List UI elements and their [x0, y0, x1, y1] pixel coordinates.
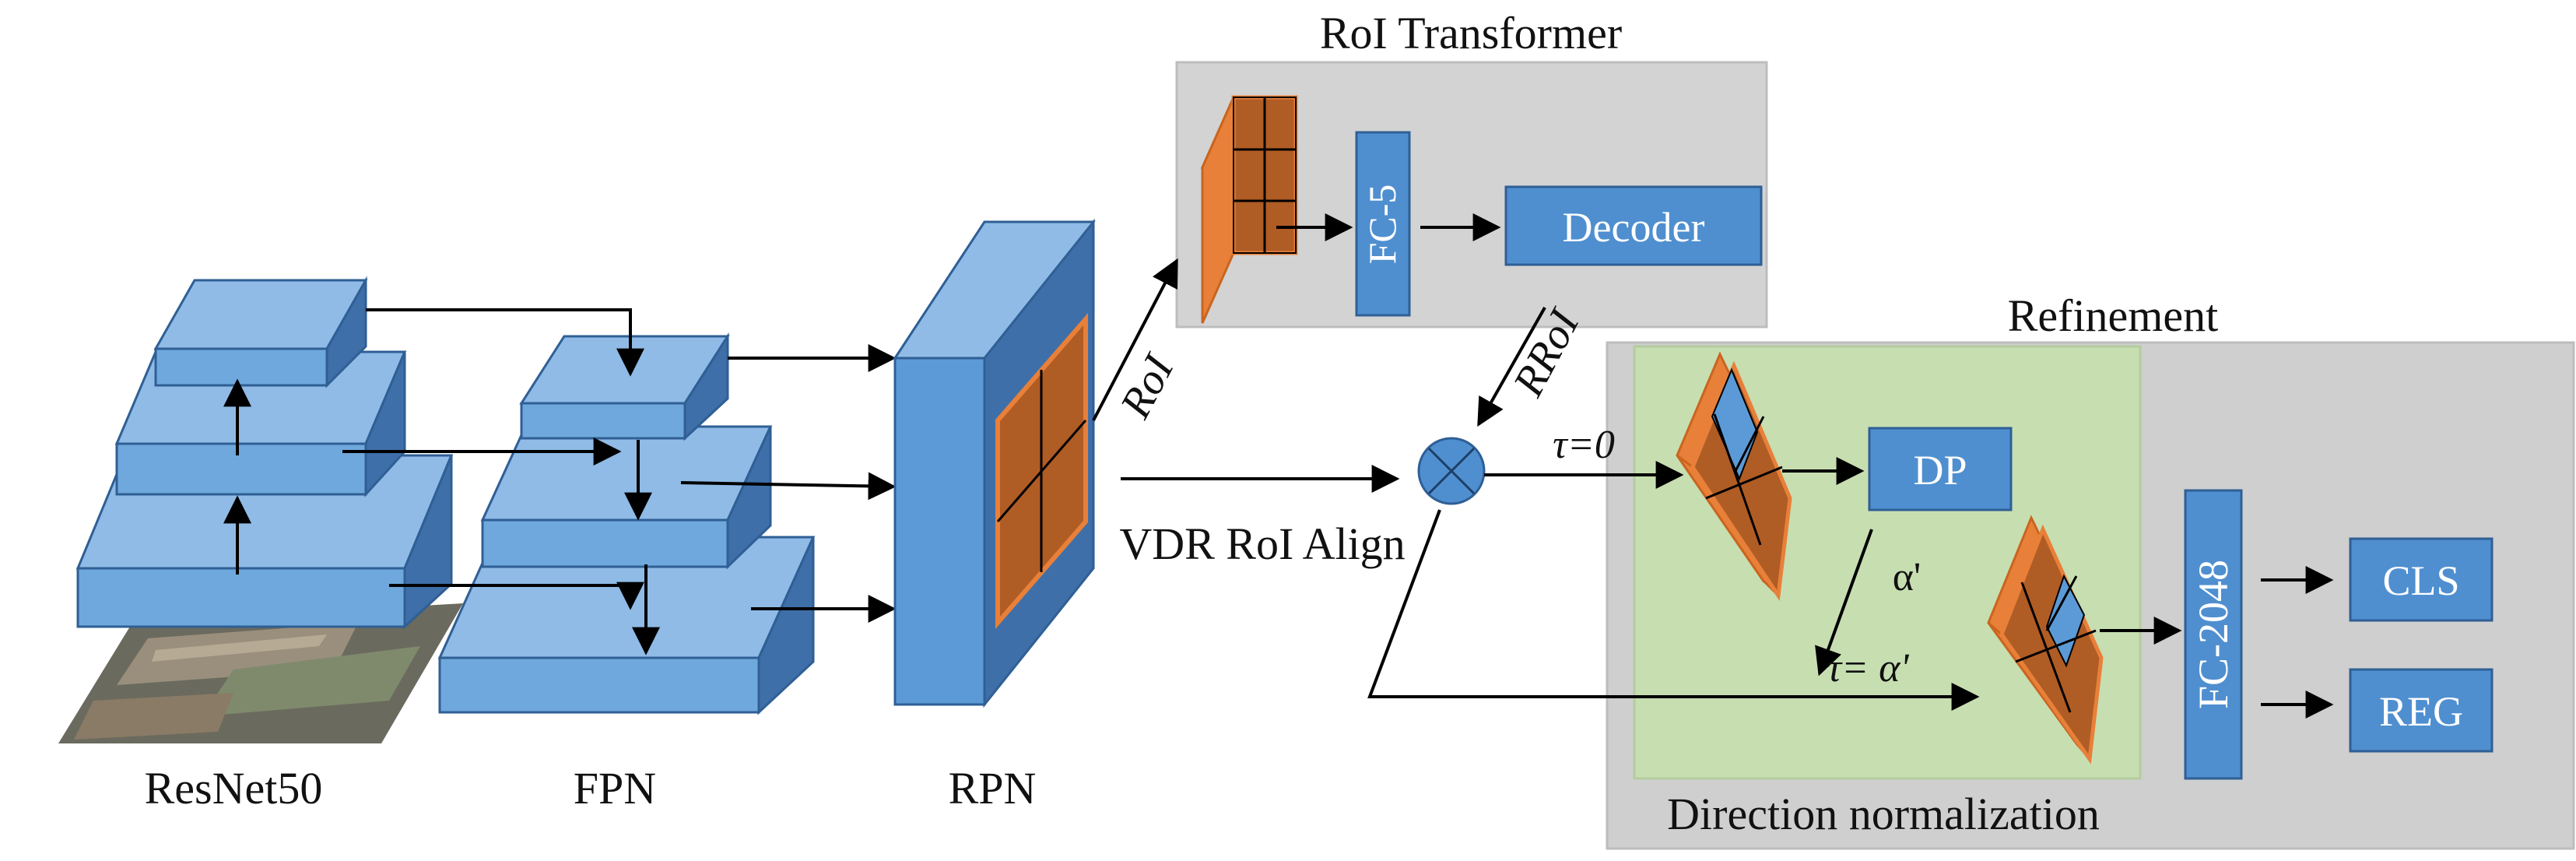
refine-feature-map-2: [1987, 515, 2104, 764]
refinement-title: Refinement: [2008, 290, 2219, 341]
reg-label: REG: [2379, 688, 2463, 735]
fpn-label: FPN: [574, 763, 656, 814]
tau-alpha-label: τ= α': [1827, 646, 1909, 691]
lateral-top: [366, 308, 644, 377]
refine-feature-map-1: [1676, 351, 1792, 602]
cls-label: CLS: [2382, 557, 2459, 604]
fc2048-label: FC-2048: [2190, 560, 2237, 709]
dp-to-alpha-arrow: [1815, 529, 1873, 676]
lateral-bottom: [389, 582, 644, 610]
rpn-feature-grid: [995, 312, 1088, 630]
fpn-to-rpn-2: [680, 472, 897, 501]
dp-label: DP: [1913, 447, 1967, 494]
roi-label: RoI: [1111, 346, 1184, 426]
vdr-roi-align-node: [1417, 437, 1486, 505]
decoder-to-align-arrow: [1477, 307, 1546, 427]
fpn-block-medium: [480, 425, 773, 570]
vdr-roi-align-label: VDR RoI Align: [1119, 518, 1405, 569]
decoder-box: [1504, 185, 1763, 266]
align-to-second-feature-arrow: [1367, 509, 1980, 711]
fpn-block-small: [519, 332, 730, 441]
tau-zero-label: τ=0: [1553, 423, 1615, 467]
direction-normalization-label: Direction normalization: [1667, 789, 2100, 839]
roi-transformer-title: RoI Transformer: [1320, 8, 1622, 58]
roi-feature-map: [1200, 95, 1298, 324]
aerial-image: [58, 603, 463, 743]
alpha-label: α': [1893, 555, 1921, 599]
decoder-label: Decoder: [1563, 204, 1705, 251]
fc5-label: FC-5: [1360, 184, 1404, 265]
fc5-box: [1355, 131, 1411, 317]
dp-box: [1868, 427, 2013, 511]
resnet-block-small: [153, 276, 368, 388]
rpn-to-roi-arrow: [1092, 258, 1178, 421]
rpn-label: RPN: [949, 763, 1037, 814]
fc2048-box: [2184, 489, 2243, 780]
reg-box: [2349, 668, 2494, 753]
cls-box: [2349, 537, 2494, 622]
resnet-label: ResNet50: [145, 763, 323, 814]
